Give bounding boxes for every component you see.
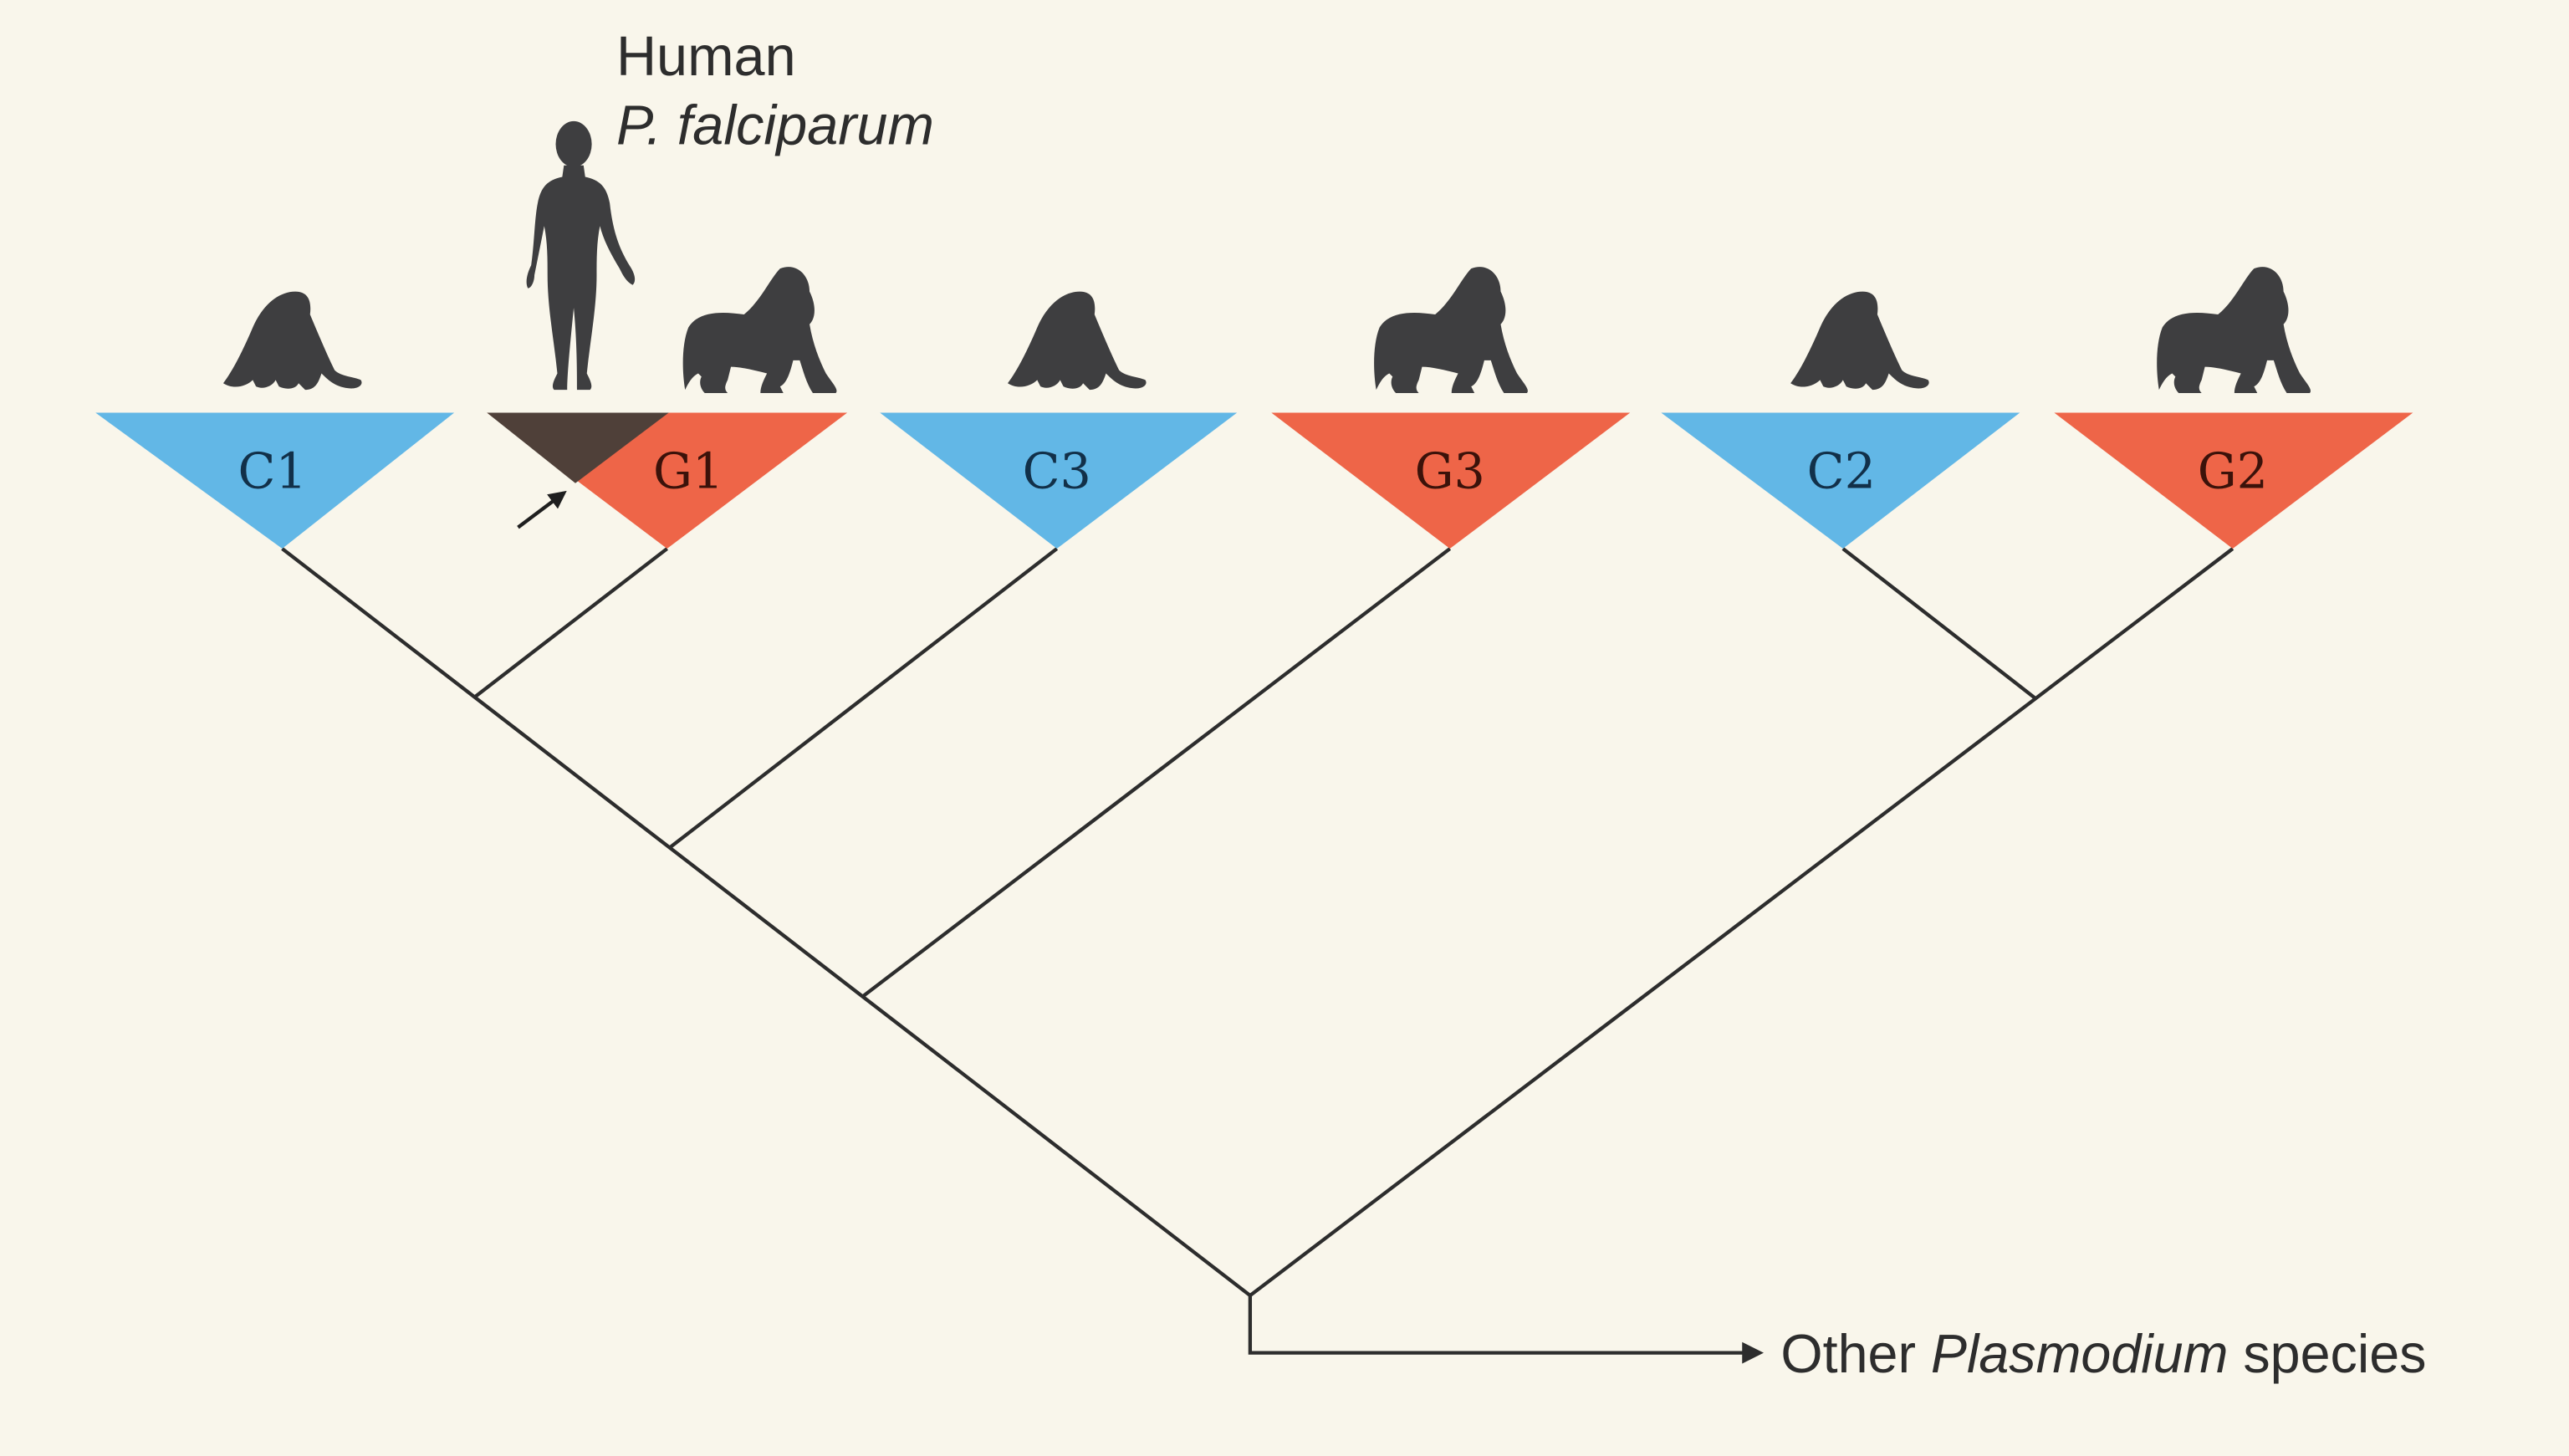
human-origin-arrow [517, 490, 567, 529]
clade-triangle-g3 [1271, 412, 1631, 549]
clade-label-c2: C2 [1807, 442, 1876, 500]
clade-triangle-c3 [880, 412, 1238, 549]
clade-g3: G3 [1271, 412, 1631, 549]
branch-c3 [667, 547, 1059, 851]
branch-c2 [1841, 547, 2036, 699]
clade-triangle-g2 [2054, 412, 2413, 549]
human-label: Human [616, 26, 796, 88]
outgroup-label-suffix: species [2228, 1324, 2426, 1384]
clade-c1: C1 [95, 412, 455, 549]
clade-triangle-c1 [95, 412, 455, 549]
branch-g1 [472, 547, 669, 699]
p-falciparum-label: P. falciparum [616, 95, 934, 156]
outgroup-label: Other Plasmodium species [1780, 1324, 2426, 1384]
clade-g2: G2 [2054, 412, 2413, 549]
clade-label-c1: C1 [238, 442, 307, 500]
clade-label-g1: G1 [653, 442, 723, 500]
clade-label-c3: C3 [1023, 442, 1091, 500]
clade-c2: C2 [1661, 412, 2020, 549]
tree-branches [281, 547, 2234, 1364]
clade-label-g2: G2 [2198, 442, 2268, 500]
branch-g2-root [1249, 547, 2234, 1297]
outgroup-arrow [1248, 1295, 1765, 1364]
clade-c3: C3 [880, 412, 1238, 549]
clade-g1: G1 [487, 412, 848, 549]
outgroup-label-prefix: Other [1780, 1324, 1931, 1384]
clade-triangle-c2 [1661, 412, 2020, 549]
human-subclade-triangle [487, 412, 669, 483]
clade-label-g3: G3 [1415, 442, 1485, 500]
branch-g3 [862, 547, 1452, 998]
outgroup-label-genus: Plasmodium [1931, 1324, 2228, 1384]
branch-c1-root [281, 547, 1252, 1297]
